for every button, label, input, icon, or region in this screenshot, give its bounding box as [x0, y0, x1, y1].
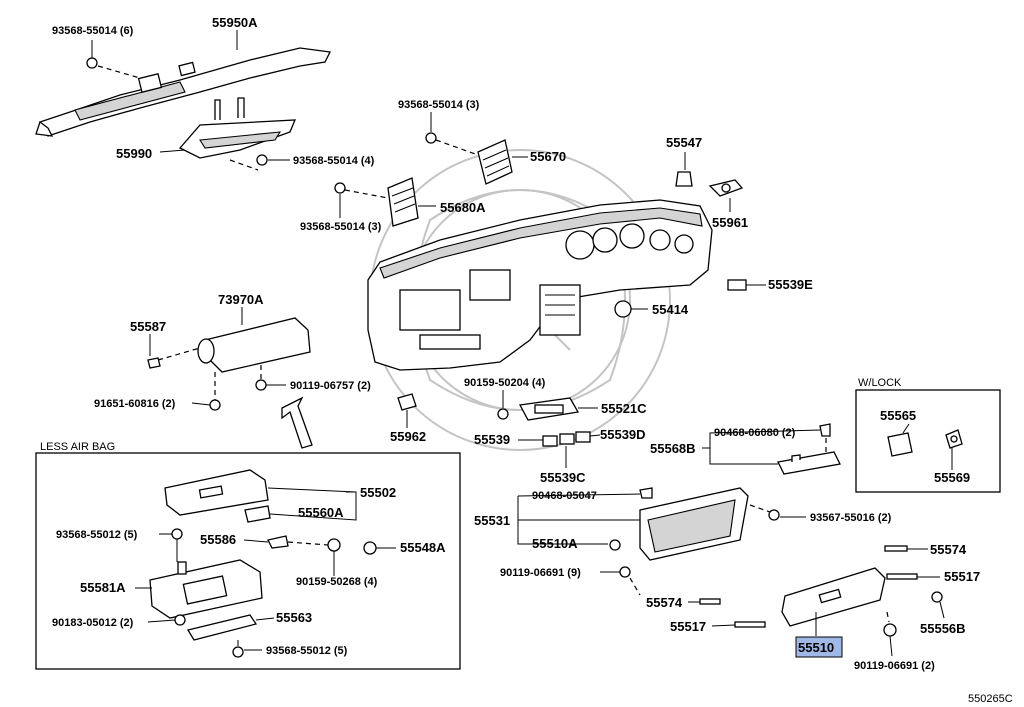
label-55531[interactable]: 55531: [474, 513, 510, 528]
label-90119-06691-2[interactable]: 90119-06691 (2): [854, 660, 935, 672]
label-55539[interactable]: 55539: [474, 432, 510, 447]
label-90119-06691-9[interactable]: 90119-06691 (9): [500, 567, 581, 579]
label-55548a[interactable]: 55548A: [400, 540, 446, 555]
label-55556b[interactable]: 55556B: [920, 621, 966, 636]
label-93568-55012-5-bot[interactable]: 93568-55012 (5): [266, 645, 348, 657]
label-55990[interactable]: 55990: [116, 146, 152, 161]
leader-lines: [91, 30, 953, 657]
latch-55560a[interactable]: [244, 505, 271, 523]
label-55574-left[interactable]: 55574: [646, 595, 683, 610]
label-55414[interactable]: 55414: [652, 302, 689, 317]
label-55563[interactable]: 55563: [276, 610, 312, 625]
label-55574-right[interactable]: 55574: [930, 542, 967, 557]
part-labels: 93568-55014 (6) 55950A 55990 93568-55014…: [40, 15, 1013, 705]
screw-icon: [256, 154, 268, 166]
label-55961[interactable]: 55961: [712, 215, 748, 230]
glove-box-55531[interactable]: [639, 487, 749, 561]
label-93567-55016-2[interactable]: 93567-55016 (2): [810, 512, 892, 524]
knob-55547[interactable]: [675, 171, 693, 187]
label-93568-55012-5-top[interactable]: 93568-55012 (5): [56, 529, 138, 541]
label-90159-50268-4[interactable]: 90159-50268 (4): [296, 576, 378, 588]
highlight-55510: [795, 636, 843, 658]
switch-55539[interactable]: [542, 431, 591, 447]
bracket-55568b[interactable]: [777, 451, 841, 475]
clip-55962[interactable]: [397, 393, 417, 411]
vent-55670[interactable]: [477, 139, 513, 185]
label-55521c[interactable]: 55521C: [601, 401, 647, 416]
label-90468-05047[interactable]: 90468-05047: [532, 490, 597, 502]
label-55502[interactable]: 55502: [360, 485, 396, 500]
less-air-bag-box: [35, 452, 461, 670]
label-55670[interactable]: 55670: [530, 149, 566, 164]
label-55539c[interactable]: 55539C: [540, 470, 586, 485]
label-55962[interactable]: 55962: [390, 429, 426, 444]
plate-55563[interactable]: [186, 614, 258, 641]
label-55547[interactable]: 55547: [666, 135, 702, 150]
duct-55950a[interactable]: [35, 47, 331, 137]
label-55586[interactable]: 55586: [200, 532, 236, 547]
diagram-code: 550265C: [968, 693, 1013, 705]
label-55539e[interactable]: 55539E: [768, 277, 813, 292]
screw-icon: [883, 623, 897, 637]
bracket-55586[interactable]: [267, 535, 289, 549]
screw-icon: [334, 182, 346, 194]
label-55587[interactable]: 55587: [130, 319, 166, 334]
screw-icon: [209, 379, 267, 411]
clip-55587[interactable]: [147, 357, 161, 369]
label-91651-60816-2[interactable]: 91651-60816 (2): [94, 398, 176, 410]
label-55517-left[interactable]: 55517: [670, 619, 706, 634]
label-55510[interactable]: 55510: [798, 640, 834, 655]
lock-55565[interactable]: [887, 432, 913, 457]
label-93568-55014-3-top[interactable]: 93568-55014 (3): [398, 99, 480, 111]
instrument-panel[interactable]: [367, 199, 713, 371]
vent-55680a[interactable]: [387, 177, 419, 227]
label-55680a[interactable]: 55680A: [440, 200, 486, 215]
label-55565[interactable]: 55565: [880, 408, 916, 423]
label-less-air-bag: LESS AIR BAG: [40, 441, 115, 453]
label-55581a[interactable]: 55581A: [80, 580, 126, 595]
label-55510a[interactable]: 55510A: [532, 536, 578, 551]
arrow-up-icon: [281, 396, 313, 449]
label-55517-right[interactable]: 55517: [944, 569, 980, 584]
bezel-55961[interactable]: [708, 179, 744, 197]
label-73970a[interactable]: 73970A: [218, 292, 264, 307]
bracket-55521c[interactable]: [518, 397, 580, 421]
clip-icon: [639, 487, 653, 499]
label-55560a[interactable]: 55560A: [298, 505, 344, 520]
bracket-55990[interactable]: [178, 97, 296, 159]
label-55539d[interactable]: 55539D: [600, 427, 646, 442]
label-90159-50204-4[interactable]: 90159-50204 (4): [464, 377, 546, 389]
clip-55539e[interactable]: [727, 279, 747, 291]
airbag-door-73970a[interactable]: [197, 317, 311, 373]
lock-clip-55569[interactable]: [945, 429, 963, 449]
label-93568-55014-3-bot[interactable]: 93568-55014 (3): [300, 221, 382, 233]
label-90119-06757-2[interactable]: 90119-06757 (2): [290, 380, 371, 392]
screw-icon: [497, 408, 509, 420]
label-90183-05012-2[interactable]: 90183-05012 (2): [52, 617, 134, 629]
label-55568b[interactable]: 55568B: [650, 441, 696, 456]
label-93568-55014-4[interactable]: 93568-55014 (4): [293, 155, 375, 167]
screw-icon: [425, 132, 437, 144]
spring-55556b[interactable]: [931, 591, 943, 603]
screw-icon: [86, 57, 98, 69]
clip-icon: [819, 423, 831, 437]
knob-55414[interactable]: [614, 300, 632, 318]
glove-box-55581a[interactable]: [149, 559, 263, 619]
glove-lid-55502[interactable]: [164, 469, 269, 516]
w-lock-box: [855, 389, 1001, 493]
label-55950a[interactable]: 55950A: [212, 15, 258, 30]
label-w-lock: W/LOCK: [858, 377, 902, 389]
label-93568-55014-6[interactable]: 93568-55014 (6): [52, 25, 134, 37]
label-90468-06080-2[interactable]: 90468-06080 (2): [714, 427, 796, 439]
label-55569[interactable]: 55569: [934, 470, 970, 485]
glove-door-55510[interactable]: [781, 567, 886, 627]
